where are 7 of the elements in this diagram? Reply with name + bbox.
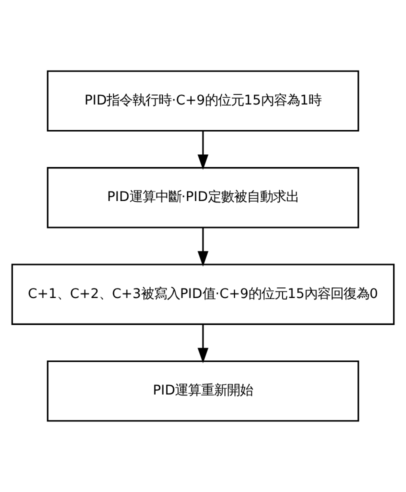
node-box: PID運算中斷·PID定數被自動求出 [46,167,360,228]
node-box: PID運算重新開始 [46,360,360,422]
arrow [198,130,208,170]
node-box: C+1、C+2、C+3被寫入PID值·C+9的位元15內容回復為0 [11,264,395,325]
node-box: PID指令執行時·C+9的位元15內容為1時 [46,70,360,132]
arrow [198,228,208,267]
arrow [198,324,208,364]
